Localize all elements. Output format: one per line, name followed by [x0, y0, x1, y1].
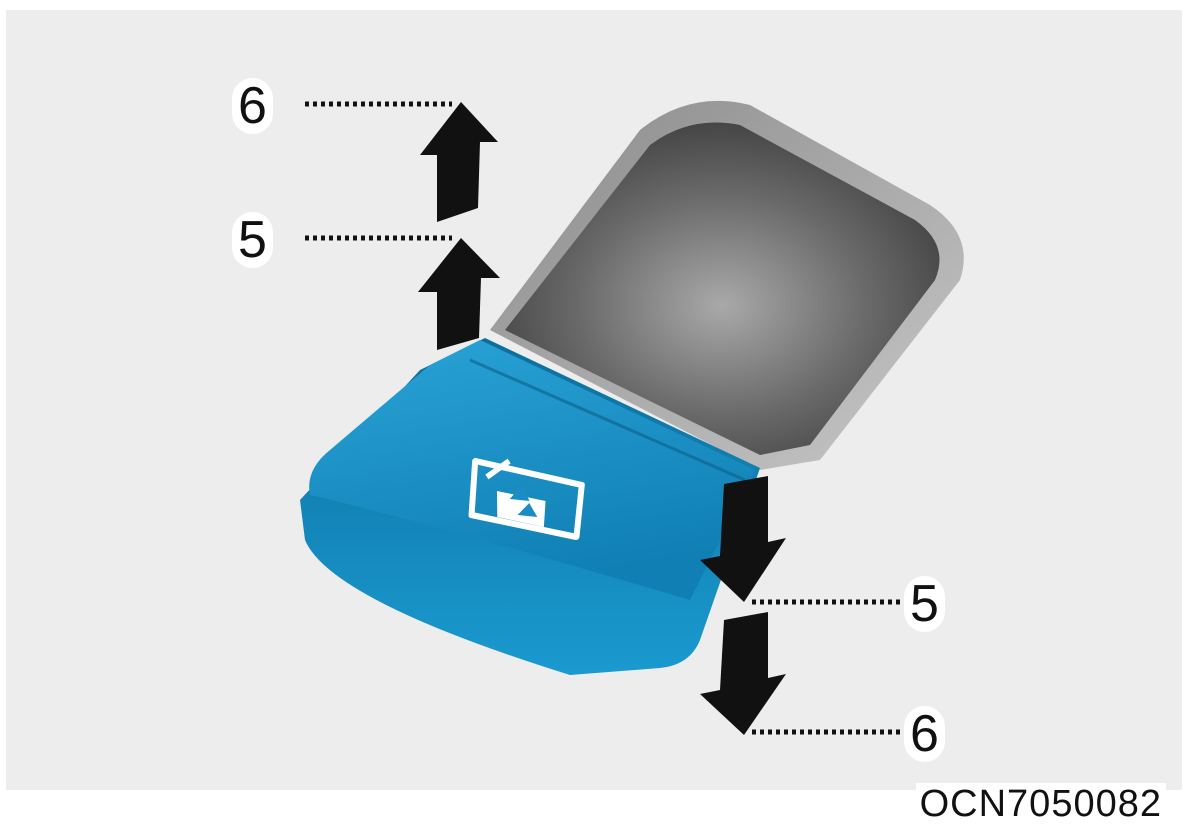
label-down-6: 6 [904, 706, 945, 762]
arrow-up-5 [418, 238, 500, 350]
window-glass-icon [468, 458, 585, 540]
label-up-5: 5 [232, 212, 273, 268]
label-down-5: 5 [904, 576, 945, 632]
switch-pocket [490, 100, 964, 470]
leader-lines [305, 101, 900, 735]
arrow-up-6 [420, 102, 498, 222]
label-up-6: 6 [232, 78, 273, 134]
arrow-down-5 [700, 476, 786, 602]
arrow-down-6 [700, 612, 786, 735]
figure-code: OCN7050082 [915, 783, 1166, 826]
